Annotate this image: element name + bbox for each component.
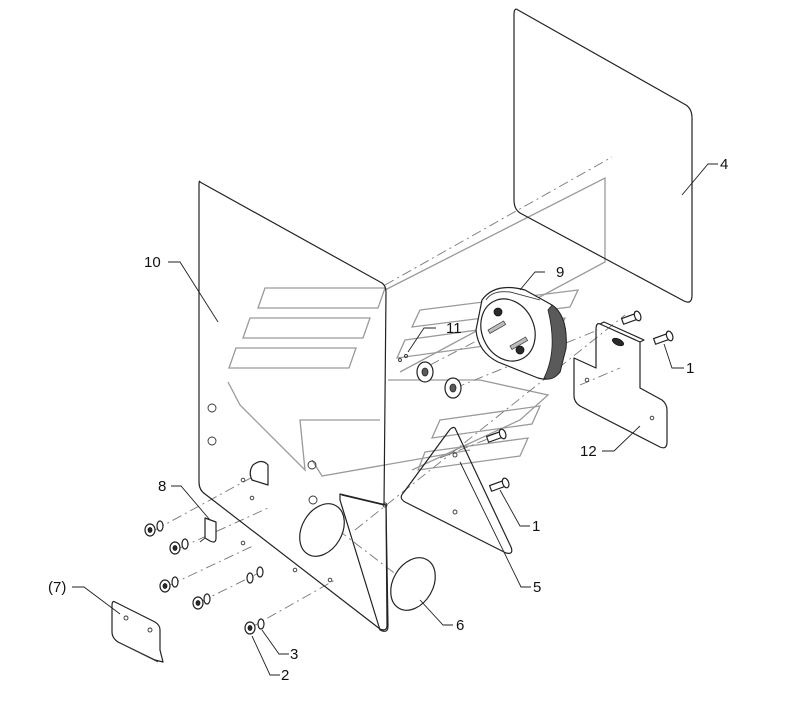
part-2-3-nuts-washers: [144, 520, 265, 635]
callout-10: 10: [144, 254, 161, 271]
part-9-lamp: [475, 287, 567, 380]
callout-1-upper: 1: [686, 360, 694, 377]
part-11-spacers: [416, 361, 462, 399]
callout-1-lower: 1: [532, 518, 540, 535]
callout-3: 3: [290, 646, 298, 663]
part-5-triangular-bracket: [339, 426, 513, 632]
callout-11: 11: [446, 320, 462, 337]
callout-5: 5: [533, 579, 541, 596]
callout-8: 8: [158, 478, 166, 495]
part-6-reflector: [299, 503, 436, 611]
callout-12: 12: [580, 443, 597, 460]
callout-7: (7): [48, 579, 66, 596]
part-7-small-plate: [111, 600, 164, 663]
callout-labels: 4 10 9 11 1 12 1 8 5 (7) 6 3 2: [48, 156, 728, 684]
callout-2: 2: [281, 667, 289, 684]
part-8-clip: [199, 517, 217, 543]
leader-lines: [72, 163, 718, 676]
part-10-mounting-plate: [198, 180, 408, 631]
callout-9: 9: [556, 264, 564, 281]
part-12-bracket: [573, 321, 668, 449]
part-4-sheet: [513, 8, 693, 303]
callout-4: 4: [720, 156, 728, 173]
assembly-axes: [154, 156, 626, 629]
part-1-screws: [485, 310, 674, 492]
callout-6: 6: [456, 617, 464, 634]
